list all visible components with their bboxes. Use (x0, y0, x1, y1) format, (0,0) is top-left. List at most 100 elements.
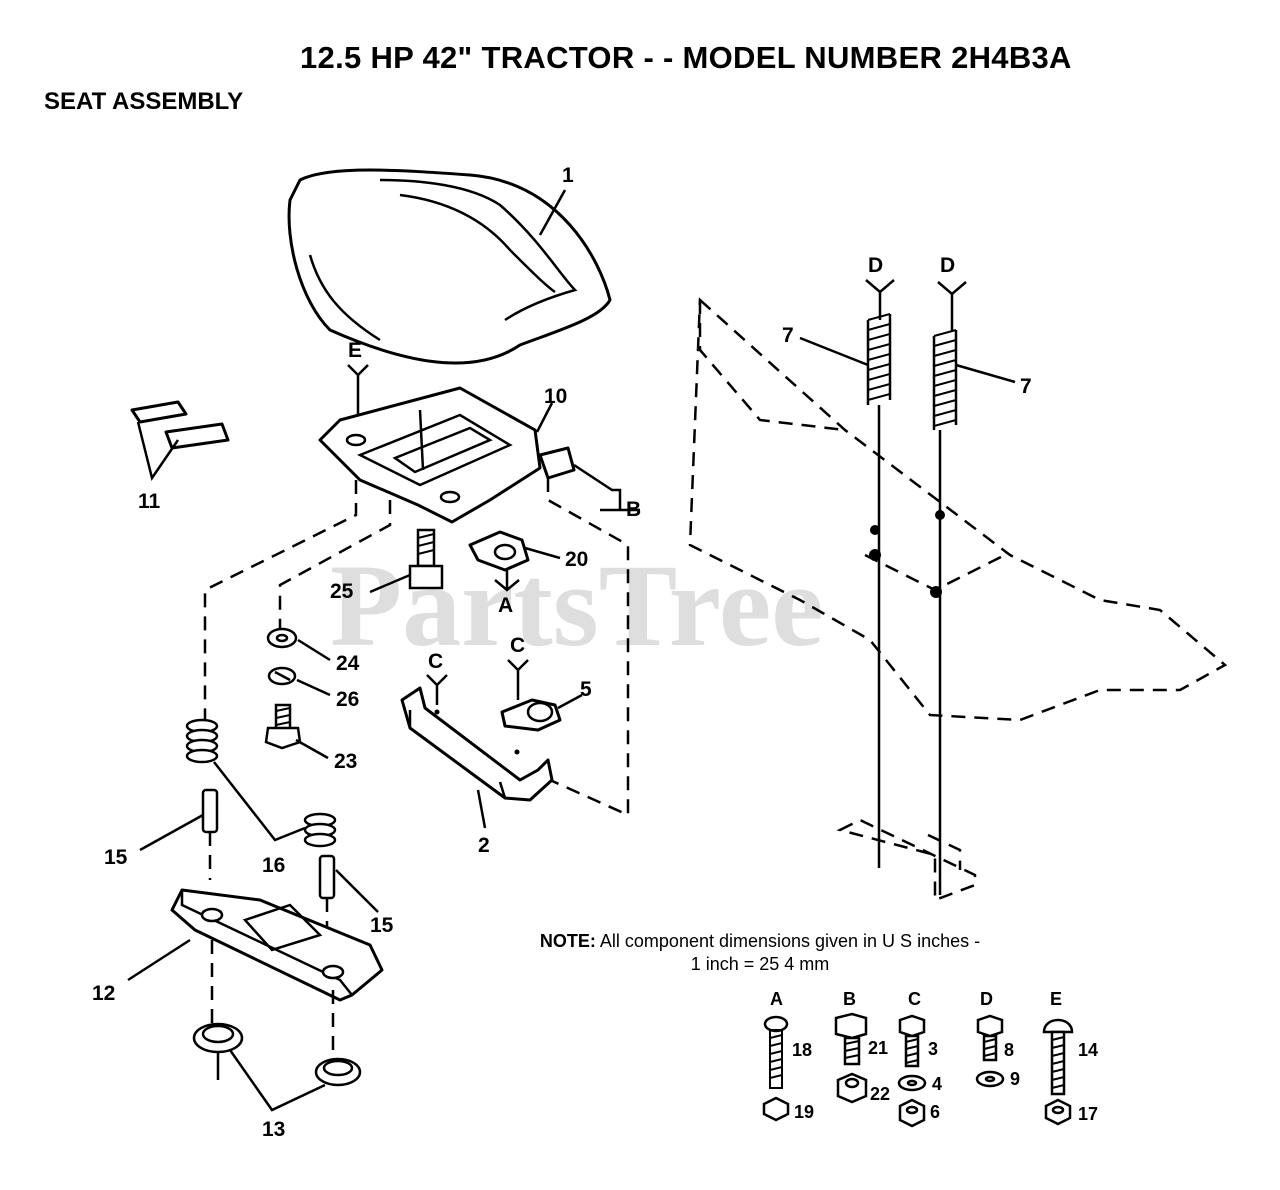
leader-10 (535, 402, 554, 433)
leader-24 (297, 638, 331, 662)
callout-12: 12 (92, 982, 115, 1005)
ref-c2-label: C (510, 634, 525, 657)
callout-15-left: 15 (104, 846, 128, 869)
hardware-label-18: 18 (792, 1040, 812, 1060)
ref-d1-label: D (868, 254, 883, 277)
callout-1: 1 (562, 164, 574, 187)
hardware-label-3: 3 (928, 1039, 938, 1059)
spring-part-7-right[interactable] (932, 329, 958, 895)
hardware-label-17: 17 (1078, 1104, 1098, 1124)
grommet-part-13-right[interactable] (314, 1057, 362, 1087)
pin-part-15-right[interactable] (318, 854, 336, 900)
leader-15-right (335, 869, 379, 913)
spring-part-16-left[interactable] (185, 718, 219, 764)
hardware-key-letter-e: E (1050, 989, 1062, 1009)
callout-16: 16 (262, 854, 285, 877)
callout-15-right: 15 (370, 914, 394, 937)
pad-part-11[interactable] (130, 400, 230, 450)
ref-c1-arrow (426, 674, 448, 705)
callout-10: 10 (544, 385, 567, 408)
hardware-bolt-14[interactable] (1042, 1018, 1074, 1096)
dimension-note: NOTE: All component dimensions given in … (440, 930, 1080, 976)
callout-24: 24 (336, 652, 360, 675)
seat-part-1[interactable] (287, 168, 612, 365)
lock-washer-part-26[interactable] (267, 666, 297, 686)
bolt-part-23[interactable] (264, 703, 302, 750)
hardware-label-8: 8 (1004, 1040, 1014, 1060)
leader-5 (557, 693, 583, 710)
hardware-key-letter-c: C (908, 989, 921, 1009)
leader-26 (296, 678, 331, 697)
hardware-bolt-3[interactable] (898, 1014, 926, 1068)
ref-c1-label: C (428, 650, 443, 673)
leader-1 (538, 189, 567, 236)
ref-d2-arrow (937, 281, 967, 332)
spring-part-16-right[interactable] (303, 812, 337, 848)
callout-11: 11 (138, 490, 161, 513)
ref-a-label: A (498, 594, 513, 617)
callout-7-left: 7 (782, 324, 794, 347)
ref-e-label: E (348, 339, 362, 362)
callout-5: 5 (580, 678, 592, 701)
hardware-key-letter-d: D (980, 989, 993, 1009)
mount-hole-right-lower (930, 586, 942, 598)
hardware-key-letter-b: B (843, 989, 856, 1009)
callout-26: 26 (336, 688, 359, 711)
assembly-line-plate (210, 940, 335, 1060)
clamp-part-5[interactable] (500, 698, 562, 732)
leader-7-right (955, 363, 1016, 384)
hardware-nut-6[interactable] (898, 1098, 926, 1128)
hardware-nut-17[interactable] (1044, 1098, 1072, 1126)
callout-2: 2 (478, 834, 490, 857)
hardware-label-14: 14 (1078, 1040, 1098, 1060)
leader-16 (213, 761, 306, 842)
ref-d1-arrow (865, 279, 895, 320)
leader-12 (127, 938, 191, 982)
hardware-label-4: 4 (932, 1074, 942, 1094)
assembly-line-left (203, 480, 358, 720)
note-prefix: NOTE: (539, 931, 596, 951)
hardware-nut-19[interactable] (762, 1096, 790, 1122)
bolt-part-25[interactable] (408, 528, 444, 590)
hardware-label-22: 22 (870, 1084, 890, 1104)
ref-b-label: B (626, 498, 641, 521)
leader-25 (369, 573, 411, 594)
clip-part-20[interactable] (468, 530, 530, 572)
hardware-bolt-8[interactable] (976, 1014, 1004, 1062)
hardware-bolt-21[interactable] (834, 1012, 868, 1066)
note-line-2: 1 inch = 25 4 mm (690, 954, 830, 974)
leader-2 (476, 789, 487, 829)
hardware-nut-22[interactable] (836, 1072, 868, 1104)
pin-part-15-left[interactable] (201, 788, 219, 834)
hardware-label-21: 21 (868, 1038, 888, 1058)
leader-15-left (139, 813, 204, 852)
spring-part-7-left[interactable] (866, 313, 892, 868)
seat-pan-part-10[interactable] (318, 386, 576, 524)
hardware-label-19: 19 (794, 1102, 814, 1122)
callout-20: 20 (565, 548, 588, 571)
callout-23: 23 (334, 750, 357, 773)
hardware-washer-4[interactable] (897, 1074, 927, 1092)
assembly-line-mid (278, 500, 392, 630)
hardware-bolt-18[interactable] (763, 1015, 789, 1089)
mount-hole-left (870, 525, 880, 535)
hardware-label-6: 6 (930, 1102, 940, 1122)
watermark: PartsTree (330, 540, 824, 671)
callout-25: 25 (330, 580, 354, 603)
leader-20 (524, 546, 561, 560)
mount-hole-right (935, 510, 945, 520)
mount-hole-left-lower (869, 549, 881, 561)
leader-11 (136, 421, 180, 482)
hardware-key: A B C D E 18 19 21 (762, 989, 1098, 1128)
washer-part-24[interactable] (266, 627, 298, 649)
hardware-label-9: 9 (1010, 1069, 1020, 1089)
grommet-part-13-left[interactable] (192, 1022, 244, 1054)
bracket-part-2[interactable] (400, 686, 554, 802)
base-plate-part-12[interactable] (170, 888, 384, 1002)
hardware-washer-9[interactable] (975, 1070, 1005, 1088)
leader-7-left (799, 336, 869, 367)
callout-7-right: 7 (1020, 375, 1032, 398)
section-title: SEAT ASSEMBLY (44, 88, 244, 115)
